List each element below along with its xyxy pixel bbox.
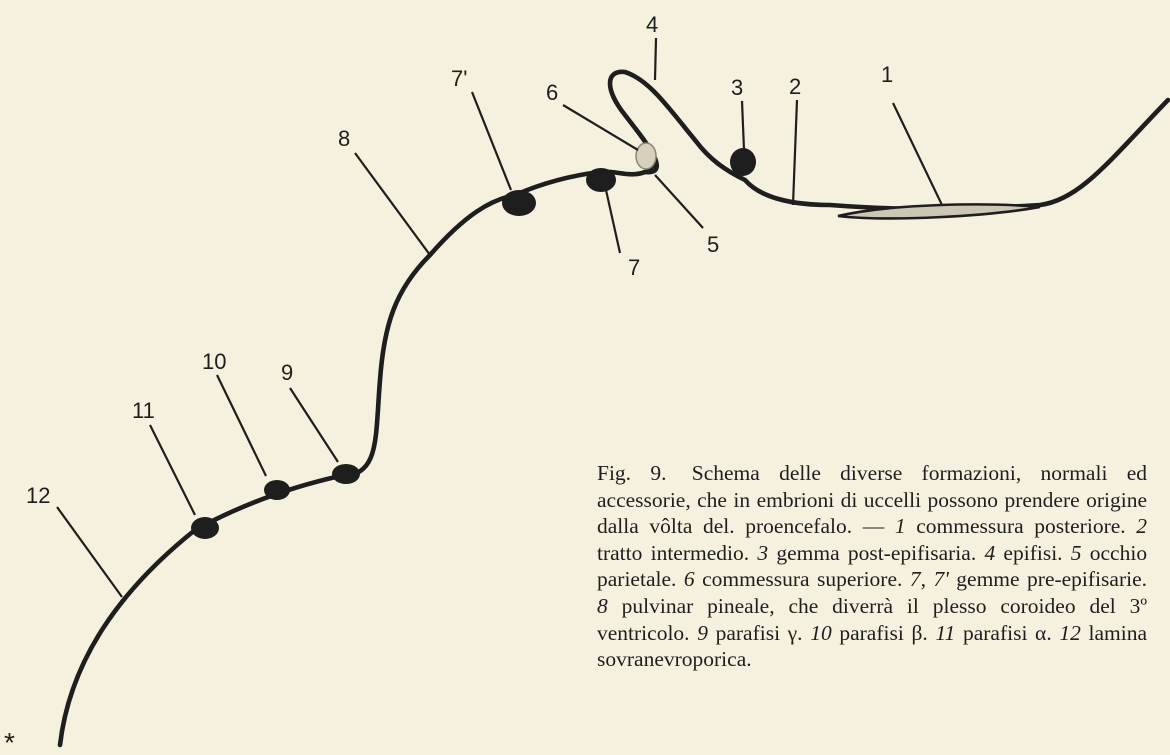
label-9: 9 (281, 360, 293, 385)
label-7prime: 7' (451, 66, 467, 91)
caption-item: 1 commessura posteriore. (895, 514, 1126, 538)
caption-item: 9 parafisi γ. (697, 621, 802, 645)
label-11: 11 (132, 398, 155, 423)
caption-item: 10 parafisi β. (810, 621, 928, 645)
caption-item: 3 gemma post-epifisaria. (757, 541, 976, 565)
superior-commissure-patch (636, 143, 656, 169)
leader-2 (793, 100, 797, 205)
leader-7 (606, 190, 620, 253)
leader-5 (655, 175, 703, 228)
label-7: 7 (628, 255, 640, 280)
caption-item: 4 epifisi. (984, 541, 1062, 565)
bud-9-paraphysis-gamma (332, 464, 360, 484)
caption-item: 6 commessura superiore. (684, 567, 903, 591)
label-10: 10 (202, 349, 226, 374)
figure-caption: Fig. 9. Schema delle diverse formazioni,… (497, 460, 1147, 673)
label-1: 1 (881, 62, 893, 87)
leader-12 (57, 507, 122, 597)
leader-6 (563, 105, 638, 150)
label-8: 8 (338, 126, 350, 151)
bud-3-post-epiphyseal (730, 148, 756, 176)
leader-1 (893, 103, 942, 205)
label-2: 2 (789, 74, 801, 99)
leader-3 (742, 101, 744, 150)
bud-11-paraphysis-alpha (191, 517, 219, 539)
leader-10 (217, 375, 266, 476)
asterisk-mark: * (4, 727, 15, 755)
label-4: 4 (646, 12, 658, 37)
leader-8 (355, 153, 430, 255)
caption-title: Fig. 9. (597, 461, 666, 485)
bud-7-pre-epiphyseal (586, 168, 616, 192)
leader-7prime (472, 92, 511, 190)
leader-4 (655, 38, 656, 80)
caption-item: 7, 7' gemme pre-epifisarie. (910, 567, 1147, 591)
caption-item: 11 parafisi α. (935, 621, 1051, 645)
label-6: 6 (546, 80, 558, 105)
bud-10-paraphysis-beta (264, 480, 290, 500)
label-3: 3 (731, 75, 743, 100)
bud-7prime-pre-epiphyseal (502, 190, 536, 216)
label-12: 12 (26, 483, 50, 508)
leader-9 (290, 388, 338, 462)
leader-11 (150, 425, 195, 515)
label-5: 5 (707, 232, 719, 257)
